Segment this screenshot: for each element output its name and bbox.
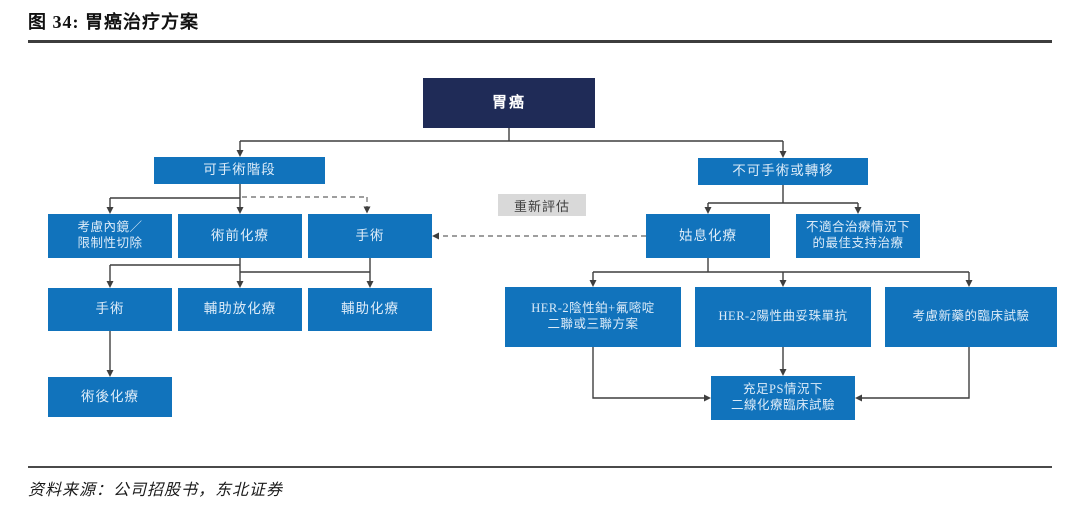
node-label-line2: 的最佳支持治療 [812, 236, 904, 250]
node-gastric-cancer: 胃癌 [423, 78, 595, 128]
node-label: 輔助放化療 [203, 301, 277, 317]
node-surgery-lower: 手術 [48, 288, 172, 331]
node-label: 不可手術或轉移 [732, 163, 834, 179]
node-new-drug-clinical-trial: 考慮新藥的臨床試驗 [885, 287, 1057, 347]
node-label: 姑息化療 [679, 227, 737, 243]
node-operable-stage: 可手術階段 [154, 157, 325, 184]
node-postoperative-chemotherapy: 術後化療 [48, 377, 172, 417]
node-second-line-trial: 充足PS情況下 二線化療臨床試驗 [711, 376, 855, 420]
node-preoperative-chemotherapy: 術前化療 [178, 214, 302, 258]
node-label: 考慮新藥的臨床試驗 [912, 309, 1030, 324]
node-palliative-chemotherapy: 姑息化療 [646, 214, 770, 258]
node-label-line2: 二聯或三聯方案 [547, 317, 639, 331]
connectors-dashed [242, 196, 646, 240]
node-label: 術後化療 [81, 388, 139, 404]
node-surgery-upper: 手術 [308, 214, 432, 258]
node-label-line1: HER-2陰性鉑+氟嘧啶 [531, 301, 655, 316]
node-best-supportive-care: 不適合治療情況下 的最佳支持治療 [796, 214, 920, 258]
node-adjuvant-chemotherapy: 輔助化療 [308, 288, 432, 331]
node-label: 手術 [355, 227, 385, 243]
node-label-line1: 充足PS情況下 [743, 382, 823, 397]
node-label: 手術 [95, 301, 125, 317]
node-label-line2: 二線化療臨床試驗 [730, 398, 835, 412]
node-label: 胃癌 [491, 94, 526, 111]
reassess-label: 重新評估 [498, 194, 586, 216]
source-rule [28, 466, 1052, 468]
node-label-line2: 限制性切除 [77, 236, 143, 250]
figure-title: 图 34: 胃癌治疗方案 [28, 12, 199, 32]
node-label: 術前化療 [211, 227, 269, 243]
node-adjuvant-chemoradiotherapy: 輔助放化療 [178, 288, 302, 331]
node-her2-negative-regimen: HER-2陰性鉑+氟嘧啶 二聯或三聯方案 [505, 287, 681, 347]
figure-source: 资料来源：公司招股书，东北证券 [28, 482, 284, 499]
connectors-solid [106, 128, 973, 402]
node-label-line1: 考慮內鏡／ [77, 220, 143, 235]
node-inoperable-or-metastatic: 不可手術或轉移 [698, 158, 868, 185]
node-label-line1: 不適合治療情況下 [805, 220, 910, 235]
node-label: 可手術階段 [203, 162, 276, 178]
node-label: 輔助化療 [341, 301, 399, 317]
node-endoscopy-limited-resection: 考慮內鏡／ 限制性切除 [48, 214, 172, 258]
title-rule [28, 40, 1052, 43]
node-label: HER-2陽性曲妥珠單抗 [718, 309, 848, 324]
node-her2-positive-trastuzumab: HER-2陽性曲妥珠單抗 [695, 287, 871, 347]
chip-label: 重新評估 [513, 198, 570, 214]
